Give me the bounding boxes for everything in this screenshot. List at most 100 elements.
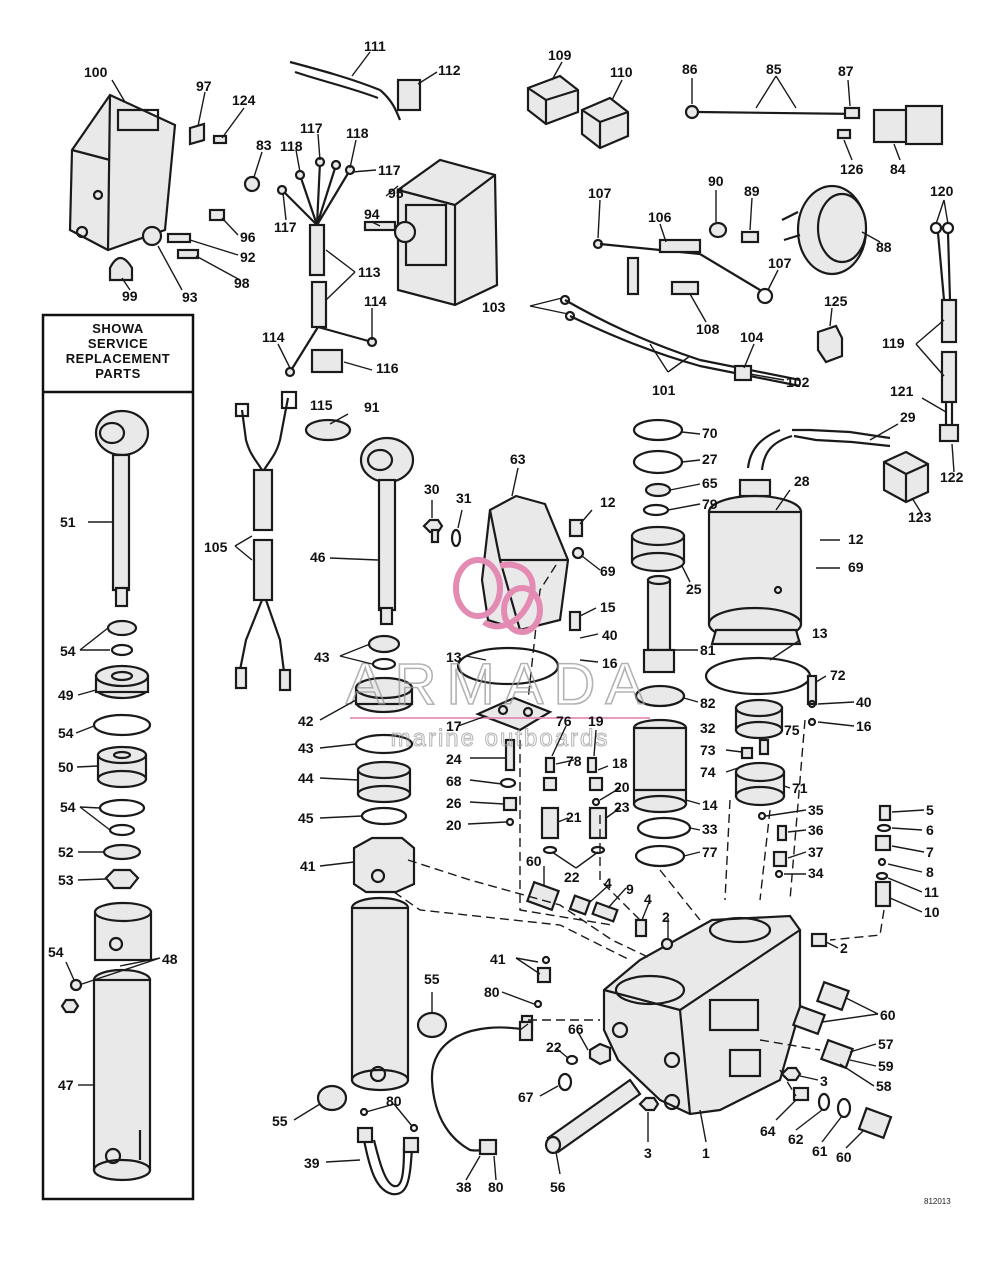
- part-label: 80: [386, 1093, 402, 1109]
- part-label: 113: [358, 264, 381, 280]
- o-ring-part-54-small: [108, 823, 136, 837]
- part-label: 97: [196, 78, 212, 94]
- part-label: 96: [240, 229, 256, 245]
- routing-dashed-lines: [393, 564, 885, 1097]
- part-label: 50: [58, 759, 74, 775]
- part-label: 20: [446, 817, 462, 833]
- tilt-rod-part-51: [94, 409, 150, 608]
- o-ring-part-77: [634, 844, 686, 868]
- part-label: 33: [702, 821, 718, 837]
- part-label: 99: [122, 288, 138, 304]
- shaft-part-81: [642, 574, 676, 674]
- valve-parts-34-37: [757, 811, 788, 879]
- part-label: 124: [232, 92, 256, 108]
- wire-harness-part-119: [929, 221, 960, 443]
- part-label: 25: [686, 581, 702, 597]
- relay-part-109: [526, 74, 580, 126]
- gland-part-49: [94, 664, 150, 700]
- part-label: 70: [702, 425, 718, 441]
- part-label: 80: [484, 984, 500, 1000]
- clamp-part-99: [108, 256, 134, 282]
- part-number-labels: 100 97 124 83 96 92 98 93 99 111 112 117…: [48, 38, 964, 1206]
- part-label: 2: [662, 909, 670, 925]
- cable-part-85: [684, 104, 861, 120]
- part-label: 52: [58, 844, 74, 860]
- part-label: 13: [446, 649, 462, 665]
- part-label: 14: [702, 797, 718, 813]
- part-label: 88: [876, 239, 892, 255]
- screws-part-41-80: [520, 955, 552, 1032]
- part-label: 30: [424, 481, 440, 497]
- valves-part-4-9: [568, 894, 674, 951]
- part-label: 78: [566, 753, 582, 769]
- part-label: 77: [702, 844, 718, 860]
- part-label: 121: [890, 383, 914, 399]
- part-label: 63: [510, 451, 526, 467]
- part-label: 117: [378, 162, 401, 178]
- connector-part-115: [310, 348, 344, 374]
- part-label: 35: [808, 802, 824, 818]
- hose-part-39: [356, 1126, 420, 1196]
- part-label: 8: [926, 864, 934, 880]
- part-label: 72: [830, 667, 846, 683]
- part-label: 20: [614, 779, 630, 795]
- part-label: 41: [300, 858, 316, 874]
- part-label: 59: [878, 1058, 894, 1074]
- part-label: 119: [882, 335, 905, 351]
- part-label: 75: [784, 722, 800, 738]
- part-label: 19: [588, 713, 604, 729]
- connector-part-125: [816, 324, 844, 364]
- part-label: 11: [924, 884, 939, 900]
- part-label: 108: [696, 321, 720, 337]
- part-label: 38: [456, 1179, 472, 1195]
- part-label: 24: [446, 751, 462, 767]
- o-rings-part-54-upper: [106, 619, 138, 657]
- nut-part-90: [708, 221, 728, 239]
- connector-part-112: [396, 78, 422, 112]
- part-label: 40: [602, 627, 618, 643]
- part-label: 51: [60, 514, 76, 530]
- screw-part-124: [212, 134, 228, 145]
- bushing-part-93: [141, 225, 163, 247]
- washer-part-52: [102, 843, 142, 861]
- part-label: 67: [518, 1089, 534, 1105]
- clip-part-97: [188, 122, 206, 146]
- part-label: 107: [588, 185, 612, 201]
- part-label: 60: [526, 853, 542, 869]
- pump-part-25: [630, 525, 686, 573]
- bushing-part-55: [316, 1011, 448, 1112]
- part-label: 85: [766, 61, 782, 77]
- part-label: 28: [794, 473, 810, 489]
- cylinder-part-47: [92, 968, 152, 1182]
- part-label: 21: [566, 809, 582, 825]
- part-label: 65: [702, 475, 718, 491]
- seal-part-65: [644, 482, 672, 498]
- fittings-part-54-bottom: [60, 978, 83, 1014]
- part-label: 114: [364, 293, 387, 309]
- part-label: 101: [652, 382, 676, 398]
- plug-part-3: [638, 1096, 660, 1112]
- wire-leads-part-29: [792, 428, 891, 448]
- part-label: 60: [880, 1007, 896, 1023]
- part-label: 80: [488, 1179, 504, 1195]
- part-label: 4: [604, 875, 612, 891]
- part-label: 69: [848, 559, 864, 575]
- piston-part-44: [356, 760, 412, 804]
- o-ring-part-79: [642, 503, 670, 517]
- o-ring-part-43-small: [371, 657, 397, 671]
- part-label: 110: [610, 64, 633, 80]
- relay-part-110: [580, 96, 630, 150]
- part-label: 84: [890, 161, 906, 177]
- part-label: 23: [614, 799, 630, 815]
- valve-parts-21-23: [540, 806, 608, 855]
- leader-lines: [65, 51, 955, 1181]
- part-label: 87: [838, 63, 854, 79]
- part-label: 26: [446, 795, 462, 811]
- pin-part-56: [544, 1078, 642, 1155]
- part-label: 66: [568, 1021, 584, 1037]
- part-label: 126: [840, 161, 864, 177]
- part-label: 12: [848, 531, 864, 547]
- part-label: 100: [84, 64, 108, 80]
- part-label: 58: [876, 1078, 892, 1094]
- end-cap-part-32: [734, 698, 784, 740]
